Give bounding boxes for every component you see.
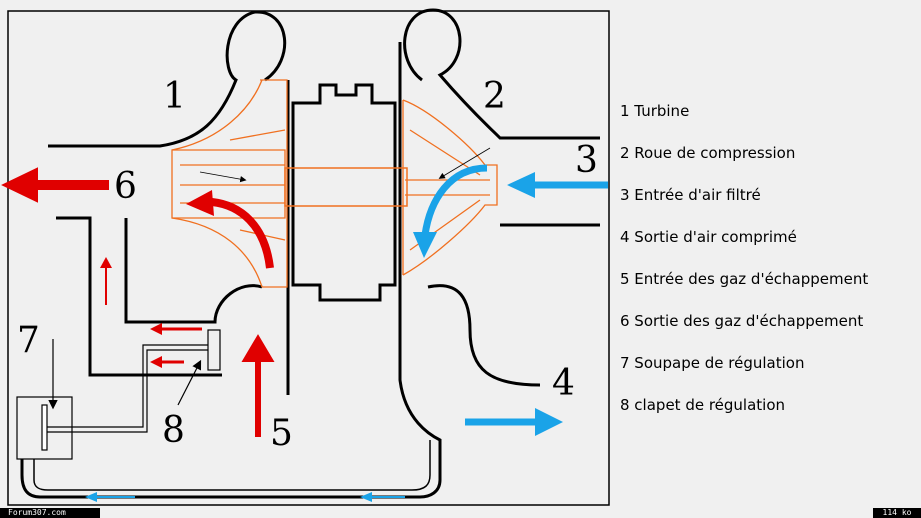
legend-item: 3 Entrée d'air filtré	[620, 186, 761, 204]
compressor-flow-arrow	[421, 164, 488, 236]
turbine-flow-arrow	[211, 198, 274, 269]
label-1: 1	[163, 76, 186, 117]
legend-item: 1 Turbine	[620, 102, 690, 120]
label-5: 5	[270, 413, 293, 454]
legend-item: 2 Roue de compression	[620, 144, 796, 162]
label-3: 3	[575, 140, 598, 181]
compressor-wheel	[402, 99, 498, 276]
file-size: 114 ko	[873, 508, 921, 518]
turbine-wheel	[171, 79, 288, 288]
air-flow-arrows	[85, 164, 608, 502]
compressor-housing	[20, 8, 600, 499]
return-pipe	[33, 440, 431, 491]
label-8: 8	[162, 410, 185, 451]
legend-item: 6 Sortie des gaz d'échappement	[620, 312, 864, 330]
diagram-frame	[7, 10, 610, 506]
legend-item: 5 Entrée des gaz d'échappement	[620, 270, 869, 288]
label-7: 7	[17, 320, 40, 361]
site-watermark: Forum307.com	[0, 508, 100, 518]
label-2: 2	[483, 76, 506, 117]
legend-item: 4 Sortie d'air comprimé	[620, 228, 797, 246]
exhaust-out-arrow	[1, 167, 109, 203]
legend-item: 8 clapet de régulation	[620, 396, 786, 414]
label-6: 6	[114, 166, 137, 207]
exhaust-in-arrow	[241, 334, 275, 437]
wastegate-valve-7	[16, 147, 491, 460]
label-4: 4	[552, 363, 575, 404]
exhaust-flow-arrows	[1, 167, 275, 437]
turbine-housing	[48, 10, 290, 395]
legend: 1 Turbine 2 Roue de compression 3 Entrée…	[620, 100, 868, 436]
bearing-housing	[291, 83, 397, 302]
legend-item: 7 Soupape de régulation	[620, 354, 805, 372]
